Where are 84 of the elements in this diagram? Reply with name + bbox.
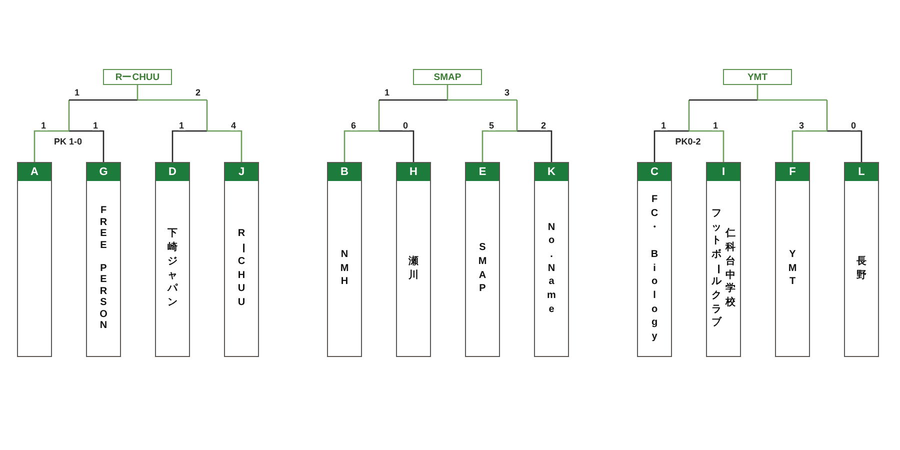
score-label: 1 (178, 121, 185, 130)
letter-header: L (845, 163, 878, 181)
letter-header: A (18, 163, 51, 181)
letter-header: F (776, 163, 809, 181)
winner-box: YMT (723, 69, 792, 85)
bracket-line (688, 100, 690, 131)
bracket-line (69, 99, 138, 101)
penalty-score-label: PK0-2 (674, 138, 702, 146)
bracket-line (482, 130, 517, 162)
team-name: 仁科台中学校 (726, 227, 736, 310)
letter-header: K (535, 163, 568, 181)
bracket-line (379, 130, 414, 162)
score-label: 6 (350, 121, 357, 130)
letter-header: E (466, 163, 499, 181)
team-name: 瀬川 (408, 254, 418, 282)
team-name: 下崎ジャパン (168, 227, 178, 310)
bracket-line (34, 130, 69, 162)
winner-box: SMAP (413, 69, 482, 85)
letter-header: I (707, 163, 740, 181)
letter-header: H (397, 163, 430, 181)
bracket-line (826, 100, 828, 131)
bracket-line (756, 85, 758, 100)
score-label: 1 (712, 121, 719, 130)
bracket-line (172, 130, 207, 162)
score-label: 1 (384, 88, 390, 98)
team-box (396, 162, 431, 357)
letter-header: G (87, 163, 120, 181)
bracket-line (827, 130, 862, 162)
score-label: 0 (850, 121, 857, 130)
team-name: 長野 (856, 254, 866, 282)
team-name: No.Name (547, 220, 556, 316)
score-label: 3 (504, 88, 510, 98)
team-box (155, 162, 190, 357)
bracket-line (344, 130, 379, 162)
team-box (224, 162, 259, 357)
bracket-line (654, 130, 689, 162)
bracket-line (136, 85, 138, 100)
bracket-line (69, 130, 104, 162)
score-label: 3 (798, 121, 805, 130)
bracket-line (689, 130, 724, 162)
team-box (17, 162, 52, 357)
score-label: 1 (74, 88, 80, 98)
bracket-line (138, 99, 207, 101)
team-name: FREE PERSON (100, 205, 108, 332)
team-box (706, 162, 741, 357)
team-name: NMH (340, 248, 349, 290)
letter-header: C (638, 163, 671, 181)
score-label: 1 (40, 121, 47, 130)
score-label: 0 (402, 121, 409, 130)
winner-box: RーCHUU (103, 69, 172, 85)
score-label: 1 (660, 121, 667, 130)
team-box (86, 162, 121, 357)
team-box (844, 162, 879, 357)
bracket-line (206, 100, 208, 131)
score-label: 5 (488, 121, 495, 130)
bracket-line (68, 100, 70, 131)
team-name: YMT (788, 248, 797, 290)
team-name: RーCHUU (236, 227, 246, 310)
score-label: 4 (230, 121, 237, 130)
bracket-line (516, 100, 518, 131)
letter-header: B (328, 163, 361, 181)
team-name: SMAP (478, 241, 487, 296)
team-box (465, 162, 500, 357)
letter-header: J (225, 163, 258, 181)
bracket-line (446, 85, 448, 100)
team-box (637, 162, 672, 357)
penalty-score-label: PK 1-0 (53, 138, 83, 146)
letter-header: D (156, 163, 189, 181)
team-box (534, 162, 569, 357)
bracket-line (689, 99, 758, 101)
team-box (775, 162, 810, 357)
bracket-line (517, 130, 552, 162)
team-name: FC・ Biology (650, 193, 660, 344)
team-box (327, 162, 362, 357)
score-label: 1 (92, 121, 99, 130)
bracket-line (792, 130, 827, 162)
bracket-line (448, 99, 517, 101)
score-label: 2 (540, 121, 547, 130)
bracket-line (379, 99, 448, 101)
team-name: フットボールクラブ (712, 206, 722, 330)
bracket-line (207, 130, 242, 162)
bracket-line (378, 100, 380, 131)
score-label: 2 (194, 88, 202, 98)
bracket-line (758, 99, 827, 101)
